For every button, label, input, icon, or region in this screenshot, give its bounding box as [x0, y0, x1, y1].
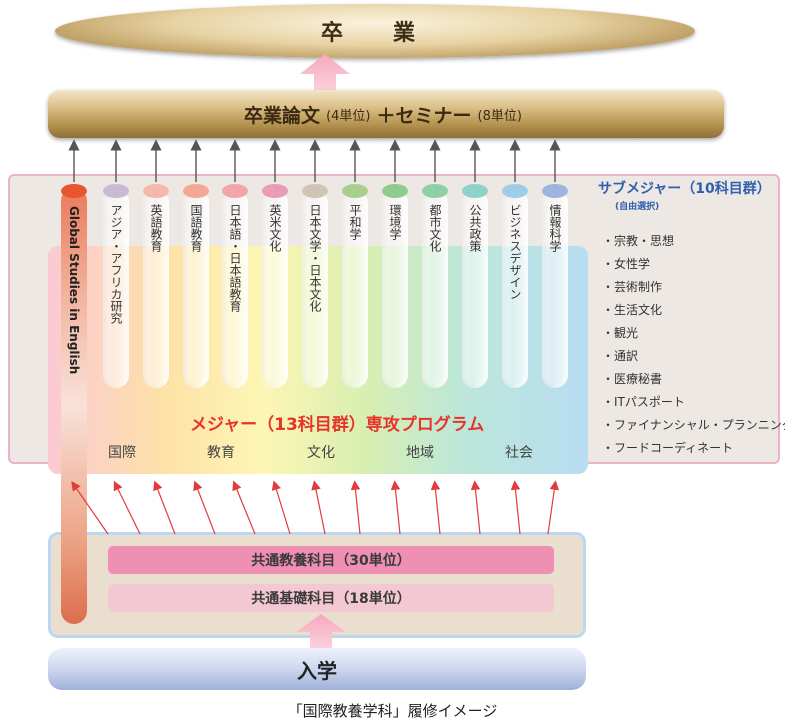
program-column-cap [103, 184, 129, 198]
program-column-cap [542, 184, 568, 198]
program-column [542, 190, 568, 388]
submajor-item: ・通訳 [602, 349, 639, 363]
program-label: 平和学 [348, 204, 362, 240]
program-column [103, 190, 129, 388]
submajor-item: ・芸術制作 [602, 280, 663, 294]
program-label: 日本語・日本語教育 [228, 204, 242, 312]
base-to-major-arrow [430, 480, 441, 535]
program-label: 英語教育 [149, 204, 163, 252]
common-basic-subjects: 共通基礎科目（18単位） [108, 584, 554, 612]
program-column [422, 190, 448, 388]
thesis-label: 卒業論文 [244, 104, 321, 127]
base-to-major-arrow [153, 480, 176, 535]
base-to-major-arrow [193, 480, 216, 535]
base-to-major-arrow [510, 480, 521, 535]
submajor-title: サブメジャー（10科目群） [598, 181, 771, 197]
graduation-ellipse: 卒 業 [55, 4, 695, 58]
submajor-item: ・宗教・思想 [602, 234, 675, 248]
submajor-item: ・フードコーディネート [602, 441, 734, 455]
thesis-seminar-bar: 卒業論文 (4単位) ＋ セミナー (8単位) [48, 90, 724, 138]
figure-caption: 「国際教養学科」履修イメージ [287, 702, 498, 720]
base-to-major-arrow [71, 481, 109, 535]
program-column [462, 190, 488, 388]
program-column [222, 190, 248, 388]
program-label: 英米文化 [268, 204, 282, 252]
gse-label: Global Studies in English [67, 206, 81, 375]
program-column-cap [462, 184, 488, 198]
plus-sign: ＋ [376, 104, 396, 127]
common-liberal-arts: 共通教養科目（30単位） [108, 546, 554, 574]
program-column [382, 190, 408, 388]
gse-column-cap [61, 184, 87, 198]
submajor-item: ・観光 [602, 326, 639, 340]
submajor-item: ・ファイナンシャル・プランニング [602, 418, 785, 432]
program-label: 都市文化 [428, 204, 442, 252]
base-to-major-arrow [390, 480, 401, 535]
base-to-major-arrow [311, 480, 326, 535]
base-to-major-arrow [113, 480, 141, 535]
program-column [143, 190, 169, 388]
base-to-major-arrow [232, 480, 256, 535]
program-column-cap [342, 184, 368, 198]
major-area: 教育 [207, 445, 235, 461]
seminar-label: セミナー [395, 104, 472, 127]
entry-to-base-arrow [296, 614, 346, 650]
major-area: 国際 [108, 445, 136, 461]
program-column-cap [502, 184, 528, 198]
program-column-cap [143, 184, 169, 198]
program-label: 情報科学 [548, 204, 562, 252]
gse-column [61, 188, 87, 624]
submajor-item: ・医療秘書 [602, 372, 663, 386]
base-to-major-arrow [271, 480, 291, 535]
program-label: 国語教育 [189, 204, 203, 252]
submajor-item: ・ITパスポート [602, 395, 685, 409]
program-column-cap [262, 184, 288, 198]
base-to-major-arrow [470, 480, 481, 535]
program-column-cap [422, 184, 448, 198]
major-title: メジャー（13科目群）専攻プログラム [190, 415, 485, 435]
major-area: 文化 [307, 445, 335, 461]
major-area: 社会 [505, 445, 533, 461]
thesis-to-graduation-arrow [300, 54, 350, 92]
base-to-major-arrow [350, 480, 361, 535]
program-column [262, 190, 288, 388]
submajor-item: ・女性学 [602, 257, 651, 271]
program-column [342, 190, 368, 388]
program-label: ビジネスデザイン [508, 204, 522, 300]
program-column-cap [183, 184, 209, 198]
program-label: アジア・アフリカ研究 [109, 204, 123, 324]
major-area: 地域 [406, 445, 434, 461]
program-column-cap [382, 184, 408, 198]
program-column [302, 190, 328, 388]
program-column [183, 190, 209, 388]
program-label: 日本文学・日本文化 [308, 204, 322, 312]
thesis-units: (4単位) [326, 108, 371, 124]
program-label: 環境学 [388, 204, 402, 240]
program-label: 公共政策 [468, 204, 482, 252]
program-column-cap [302, 184, 328, 198]
seminar-units: (8単位) [477, 108, 522, 124]
entry-bar: 入学 [48, 648, 586, 690]
program-column [502, 190, 528, 388]
base-to-major-arrow [547, 480, 560, 535]
submajor-note: (自由選択) [615, 202, 660, 212]
graduation-label: 卒 業 [320, 21, 429, 46]
submajor-item: ・生活文化 [602, 303, 663, 317]
program-column-cap [222, 184, 248, 198]
